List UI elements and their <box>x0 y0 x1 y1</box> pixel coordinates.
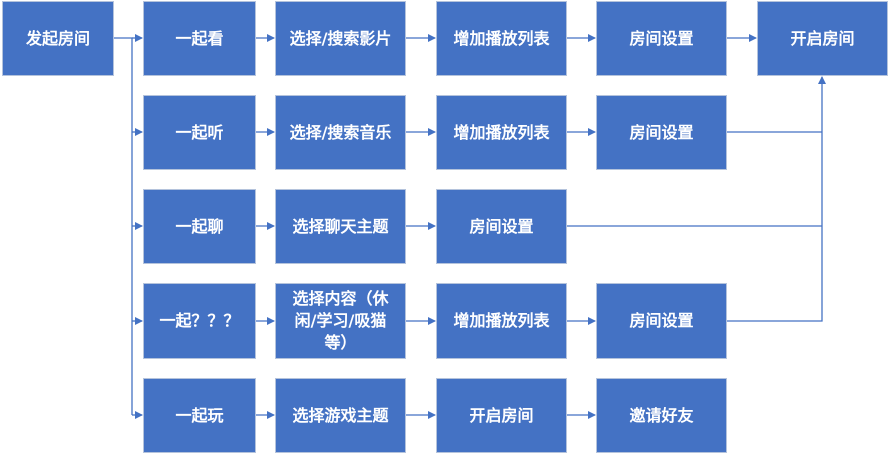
trunk-line <box>114 37 133 415</box>
node-watch-playlist: 增加播放列表 <box>436 1 567 76</box>
node-other-select: 选择内容（休闲/学习/吸猫等） <box>275 283 406 359</box>
node-watch-settings: 房间设置 <box>596 1 727 76</box>
merge-line <box>567 77 822 322</box>
node-start: 发起房间 <box>2 1 114 76</box>
node-chat: 一起聊 <box>143 189 256 264</box>
node-chat-select: 选择聊天主题 <box>275 189 406 264</box>
row-arrows <box>256 34 757 419</box>
node-play: 一起玩 <box>143 378 256 453</box>
node-listen-playlist: 增加播放列表 <box>436 95 567 170</box>
node-watch-select: 选择/搜索影片 <box>275 1 406 76</box>
node-chat-settings: 房间设置 <box>436 189 567 264</box>
node-other-playlist: 增加播放列表 <box>436 283 567 359</box>
node-listen-select: 选择/搜索音乐 <box>275 95 406 170</box>
node-other: 一起？？？ <box>143 283 256 359</box>
node-play-invite: 邀请好友 <box>596 378 727 453</box>
node-play-open: 开启房间 <box>436 378 567 453</box>
node-open-room: 开启房间 <box>757 1 888 76</box>
node-watch: 一起看 <box>143 1 256 76</box>
node-listen: 一起听 <box>143 95 256 170</box>
node-other-settings: 房间设置 <box>596 283 727 359</box>
node-play-select: 选择游戏主题 <box>275 378 406 453</box>
node-listen-settings: 房间设置 <box>596 95 727 170</box>
